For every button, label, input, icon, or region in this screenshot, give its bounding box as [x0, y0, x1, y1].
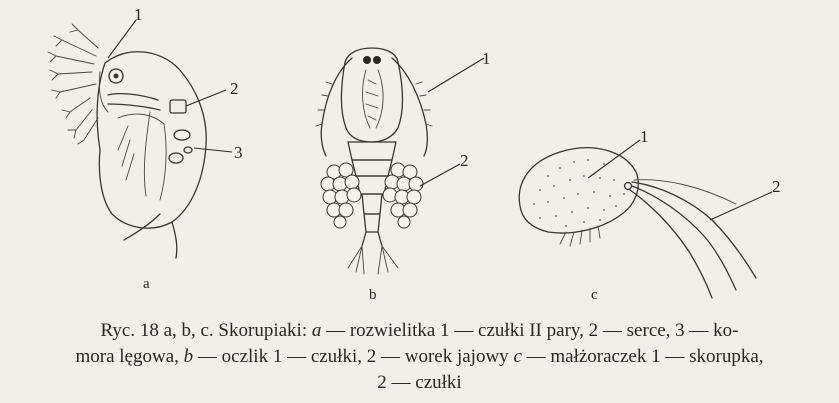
panel-c-ostracod-drawing: [519, 140, 772, 298]
panel-a-label-2: 2: [230, 79, 239, 98]
crustacean-figure: 1 2 3 a: [0, 0, 839, 300]
caption-letter-a: a: [312, 320, 322, 341]
caption-line-3: 2 — czułki: [0, 370, 839, 396]
caption-line-2-mid: — oczlik 1 — czułki, 2 — worek jajowy: [193, 346, 513, 367]
caption-line-2: mora lęgowa, b — oczlik 1 — czułki, 2 — …: [0, 344, 839, 370]
caption-line-2-post: — małżoraczek 1 — skorupka,: [522, 346, 764, 367]
panel-a-daphnia-drawing: [48, 20, 232, 258]
panel-b-label-1: 1: [482, 49, 491, 68]
panel-b-cyclops-drawing: [316, 48, 484, 274]
figure-caption: Ryc. 18 a, b, c. Skorupiaki: a — rozwiel…: [0, 318, 839, 396]
caption-line-1-post: — rozwielitka 1 — czułki II pary, 2 — se…: [321, 320, 738, 341]
panel-b-label-2: 2: [460, 151, 469, 170]
caption-letter-b: b: [184, 346, 194, 367]
caption-letter-c: c: [513, 346, 521, 367]
caption-line-2-pre: mora lęgowa,: [75, 346, 183, 367]
panel-b-letter: b: [369, 287, 377, 300]
panel-c-label-1: 1: [640, 127, 649, 146]
panel-a-letter: a: [143, 276, 150, 292]
panel-c-label-2: 2: [772, 177, 781, 196]
panel-a-label-3: 3: [234, 143, 243, 162]
panel-c-letter: c: [591, 287, 598, 300]
caption-line-1: Ryc. 18 a, b, c. Skorupiaki: a — rozwiel…: [0, 318, 839, 344]
caption-line-1-pre: Ryc. 18 a, b, c. Skorupiaki:: [100, 320, 311, 341]
panel-a-label-1: 1: [134, 5, 143, 24]
